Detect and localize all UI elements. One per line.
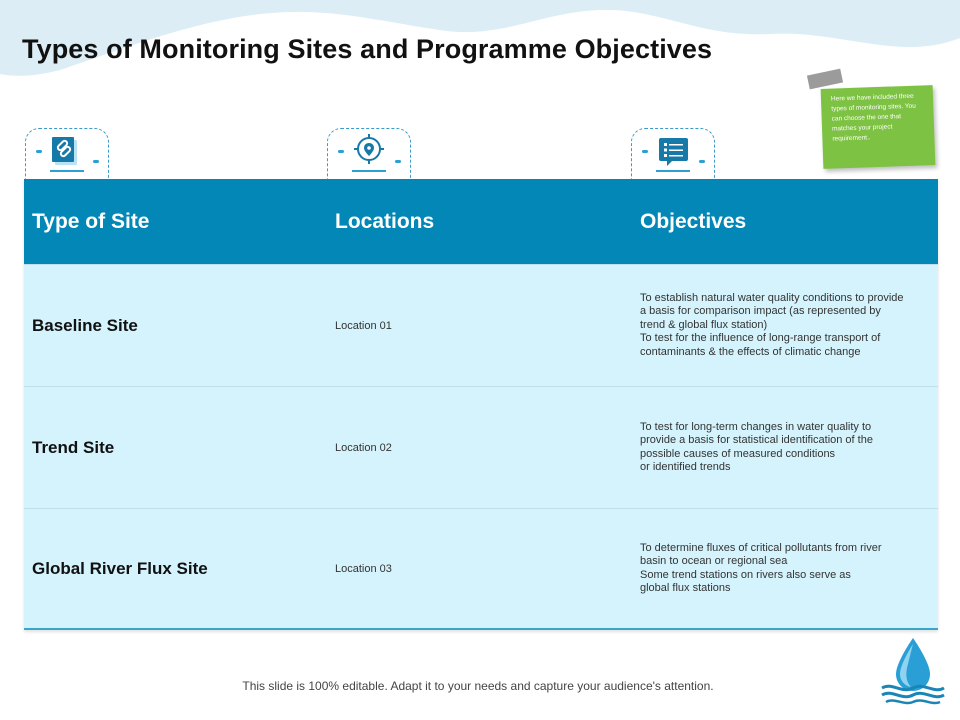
site-objective: To determine fluxes of critical pollutan… — [640, 541, 882, 595]
site-type: Global River Flux Site — [32, 558, 208, 578]
sticky-note-text: Here we have included three types of mon… — [830, 92, 916, 143]
table-header: Type of Site Locations Objectives — [24, 179, 938, 264]
header-objectives: Objectives — [640, 209, 747, 233]
table-row: Baseline Site Location 01 To establish n… — [24, 264, 938, 386]
table-row: Trend Site Location 02 To test for long-… — [24, 386, 938, 508]
site-location: Location 01 — [335, 319, 392, 332]
site-objective: To test for long-term changes in water q… — [640, 420, 873, 474]
objectives-icon-frame — [631, 128, 715, 184]
table-row: Global River Flux Site Location 03 To de… — [24, 508, 938, 630]
site-type: Trend Site — [32, 437, 115, 457]
location-target-icon — [338, 134, 401, 172]
sticky-note: Here we have included three types of mon… — [820, 85, 936, 169]
link-document-icon — [36, 137, 99, 172]
site-location: Location 03 — [335, 562, 392, 575]
type-of-site-icon-frame — [25, 128, 109, 184]
header-type-of-site: Type of Site — [32, 209, 150, 233]
locations-icon-frame — [327, 128, 411, 184]
water-drop-logo-icon — [881, 638, 945, 705]
monitoring-sites-table: Type of Site Locations Objectives Baseli… — [24, 179, 938, 630]
background-wave — [0, 0, 960, 76]
site-objective: To establish natural water quality condi… — [640, 291, 904, 358]
site-location: Location 02 — [335, 441, 392, 454]
page-title: Types of Monitoring Sites and Programme … — [22, 34, 713, 64]
site-type: Baseline Site — [32, 315, 138, 335]
header-locations: Locations — [335, 209, 435, 233]
footer-note: This slide is 100% editable. Adapt it to… — [242, 679, 714, 693]
checklist-chat-icon — [642, 138, 705, 172]
